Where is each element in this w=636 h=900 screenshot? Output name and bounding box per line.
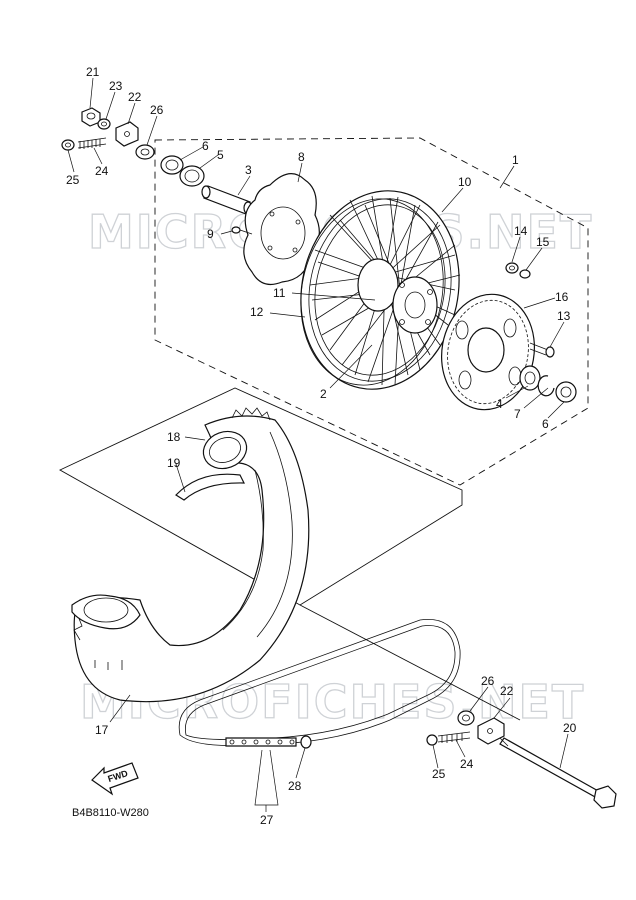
callout-22: 22 xyxy=(128,90,142,104)
collar-26 xyxy=(135,144,155,160)
nut-14 xyxy=(505,262,519,274)
tire-bead-section xyxy=(71,594,141,630)
rim-band-19 xyxy=(175,473,245,501)
callout-21: 21 xyxy=(86,65,100,79)
callout-11: 11 xyxy=(273,286,286,300)
callout-23: 23 xyxy=(109,79,123,93)
wheel-assembly-dashed-boundary xyxy=(154,137,589,486)
callout-20: 20 xyxy=(563,721,577,735)
bolt-24-bottom xyxy=(437,731,471,743)
circlip-7 xyxy=(537,375,555,397)
wheel-axle-20 xyxy=(499,737,617,809)
callout-14: 14 xyxy=(514,224,528,238)
callout-13: 13 xyxy=(557,309,571,323)
bolt-24-top xyxy=(77,137,107,149)
chain-joint-links xyxy=(225,737,297,747)
sprocket-16 xyxy=(440,293,536,411)
callout-7: 7 xyxy=(514,407,521,421)
callout-22-bottom: 22 xyxy=(500,684,514,698)
diagram-code: B4B8110-W280 xyxy=(72,807,149,819)
brake-disc-8 xyxy=(243,173,320,285)
callout-12: 12 xyxy=(250,305,264,319)
callout-28: 28 xyxy=(288,779,302,793)
callout-16: 16 xyxy=(555,290,569,304)
tire-17 xyxy=(73,407,310,703)
callout-10: 10 xyxy=(458,175,472,189)
axle-nut-21 xyxy=(81,107,101,127)
callout-2: 2 xyxy=(320,387,327,401)
callout-24-bottom: 24 xyxy=(460,757,474,771)
callout-27: 27 xyxy=(260,813,274,827)
tire-boundary-extension xyxy=(299,604,521,721)
washer-25-top xyxy=(61,139,75,151)
oil-seal-6-left xyxy=(160,155,184,175)
fwd-arrow-icon: FWD xyxy=(91,762,139,796)
washer-23 xyxy=(97,118,111,130)
leader-lines xyxy=(67,77,569,812)
callout-26-bottom: 26 xyxy=(481,674,495,688)
callout-8: 8 xyxy=(298,150,305,164)
callout-15: 15 xyxy=(536,235,550,249)
callout-17: 17 xyxy=(95,723,109,737)
callout-25-bottom: 25 xyxy=(432,767,446,781)
bolt-9 xyxy=(231,226,253,235)
bearing-5 xyxy=(179,165,205,187)
callout-5: 5 xyxy=(217,148,224,162)
callout-26: 26 xyxy=(150,103,164,117)
callout-6-right: 6 xyxy=(542,417,549,431)
collar-26-bottom xyxy=(457,710,475,726)
callout-6: 6 xyxy=(202,139,209,153)
bolt-13 xyxy=(529,342,555,358)
wheel-hub xyxy=(357,258,438,334)
bearing-4 xyxy=(519,365,541,391)
callout-24: 24 xyxy=(95,164,109,178)
callout-18: 18 xyxy=(167,430,181,444)
callout-labels: 21 23 22 26 25 24 6 5 3 8 1 10 9 14 15 1… xyxy=(66,65,577,827)
oil-seal-6-right xyxy=(555,381,577,403)
master-link-28 xyxy=(300,735,312,749)
spokes-11 xyxy=(309,195,461,386)
callout-4: 4 xyxy=(496,397,503,411)
callout-1: 1 xyxy=(512,153,519,167)
chain-adjuster-22 xyxy=(115,121,139,147)
callout-9: 9 xyxy=(207,227,214,241)
washer-15 xyxy=(519,269,531,279)
washer-25-bottom xyxy=(426,734,438,746)
callout-25: 25 xyxy=(66,173,80,187)
callout-19: 19 xyxy=(167,456,181,470)
callout-3: 3 xyxy=(245,163,252,177)
tube-18 xyxy=(202,430,248,470)
